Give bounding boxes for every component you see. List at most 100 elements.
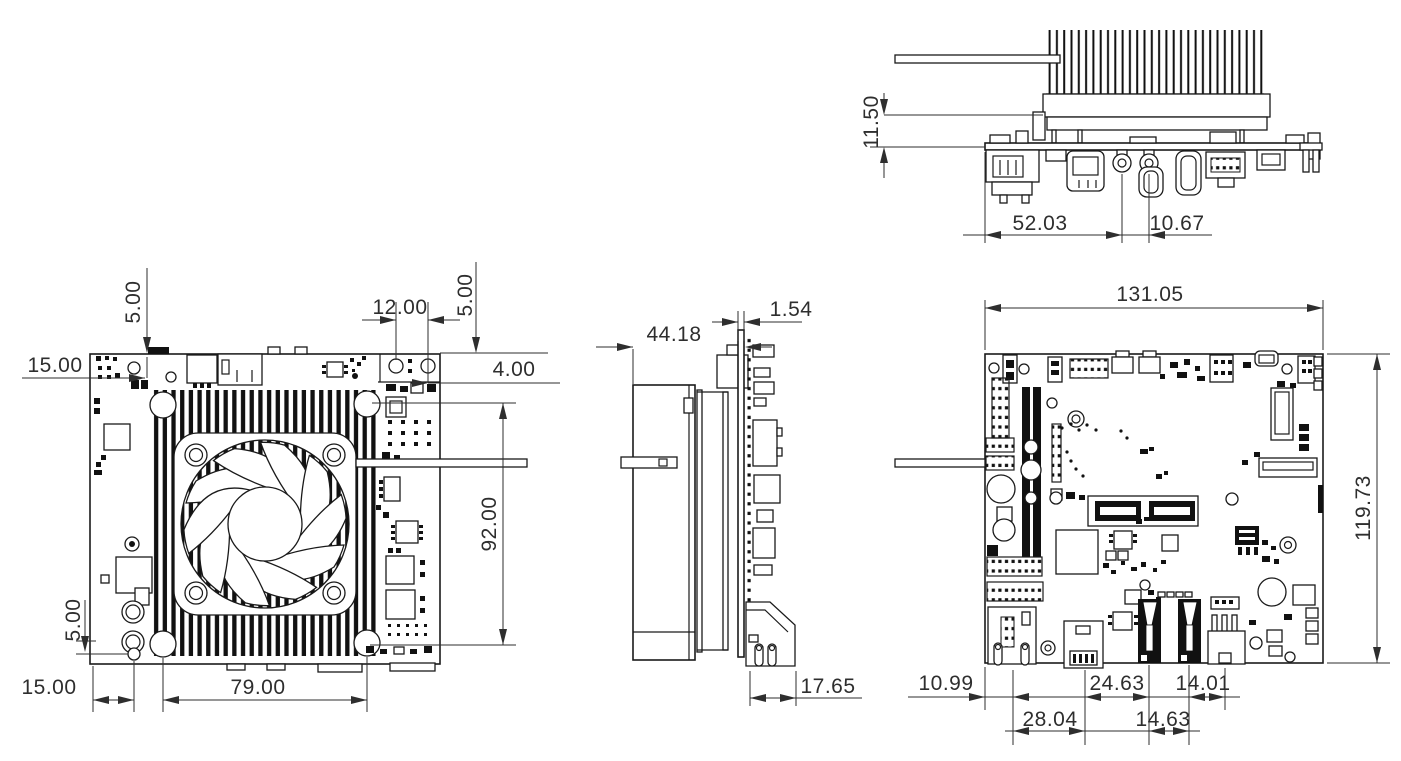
pin <box>1312 149 1320 173</box>
edge-bump <box>294 346 308 355</box>
back-view: 131.05 119.73 10.99 24.63 14.01 28.04 14… <box>894 283 1390 745</box>
back-top-components <box>988 350 1323 391</box>
bottom-tab <box>389 662 436 672</box>
dim-label-io-1150: 11.50 <box>860 95 883 149</box>
fan-screw <box>184 581 208 605</box>
fan-plate <box>722 391 729 651</box>
back-bottom-components <box>987 596 1246 669</box>
dim-label-back-2463: 24.63 <box>1089 672 1144 695</box>
io-connectors <box>985 142 1323 204</box>
dim-label-front-92: 92.00 <box>478 496 501 551</box>
mounting-hole <box>1139 579 1151 591</box>
sd-slot <box>186 354 218 384</box>
pin <box>1231 614 1238 633</box>
mounting-hole <box>1225 492 1239 506</box>
dim-label-back-1463: 14.63 <box>1135 708 1190 731</box>
mounting-hole <box>1046 397 1058 409</box>
hdmi-port <box>217 353 263 386</box>
dim-label-io-1067: 10.67 <box>1149 212 1204 235</box>
front-dimensions: 15.00 5.00 12.00 5.00 4.00 92.00 5.00 15… <box>21 262 560 712</box>
dim-label-front-5-topright: 5.00 <box>454 274 477 317</box>
pcb-profile <box>737 329 745 658</box>
smd-edge-strip <box>746 336 753 654</box>
side-dimensions: 44.18 1.54 17.65 <box>596 298 862 706</box>
front-right-components <box>366 396 432 655</box>
button <box>1112 153 1132 173</box>
side-view: 44.18 1.54 17.65 <box>596 298 862 706</box>
mounting-hole <box>1049 491 1063 505</box>
mounting-hole <box>388 358 404 374</box>
antenna-cable <box>894 54 1061 64</box>
fan-plate <box>696 389 703 653</box>
fan-screw <box>322 581 346 605</box>
pin-header <box>986 556 1043 577</box>
antenna-cable <box>355 458 528 468</box>
heatsink-screw <box>353 390 381 418</box>
bottom-tab <box>317 663 363 673</box>
dim-label-back-height: 119.73 <box>1352 475 1375 541</box>
front-left-components <box>94 398 153 661</box>
fan-screw <box>184 443 208 467</box>
dim-label-front-5-bottom: 5.00 <box>62 599 85 642</box>
m2-connector <box>1258 457 1318 478</box>
capacitor <box>1257 577 1287 607</box>
qfp-ic <box>385 555 415 585</box>
edge-bump <box>267 346 281 355</box>
smd-ic <box>1113 530 1133 550</box>
mounting-hole <box>127 647 141 661</box>
pin-header <box>986 581 1044 602</box>
dim-label-back-2804: 28.04 <box>1022 708 1077 731</box>
cpu-cooler <box>149 390 381 658</box>
front-view: 15.00 5.00 12.00 5.00 4.00 92.00 5.00 15… <box>21 262 560 712</box>
usb-barrel <box>1175 150 1202 196</box>
dim-label-front-15-top: 15.00 <box>27 354 82 377</box>
back-right-components <box>1242 387 1323 663</box>
mounting-hole <box>1284 651 1296 663</box>
pin-header <box>985 455 1015 471</box>
dim-label-io-5203: 52.03 <box>1012 212 1067 235</box>
bottom-tab <box>226 663 246 671</box>
smd-ic <box>103 423 131 451</box>
push-button <box>1111 356 1134 374</box>
pin <box>1302 149 1310 173</box>
coax-jack <box>121 600 145 624</box>
hdmi-port-side <box>1066 150 1105 192</box>
pin-header <box>1069 358 1109 379</box>
dim-label-back-width: 131.05 <box>1116 283 1183 306</box>
smd-ic <box>395 520 419 544</box>
heatsink-screw <box>149 391 177 419</box>
back-left-components <box>985 377 1044 602</box>
back-center-components <box>1046 397 1259 605</box>
capacitor <box>986 474 1016 504</box>
io-side-view: 11.50 52.03 10.67 <box>860 30 1323 243</box>
back-dimensions: 131.05 119.73 10.99 24.63 14.01 28.04 14… <box>908 283 1390 745</box>
qfp-ic <box>385 589 416 620</box>
dim-label-front-79: 79.00 <box>230 676 285 699</box>
dim-label-front-12: 12.00 <box>372 296 427 319</box>
connector <box>383 476 401 502</box>
mounting-hole <box>1018 363 1030 375</box>
mounting-hole <box>988 362 1000 374</box>
antenna-cable <box>894 458 986 468</box>
io-dimensions: 11.50 52.03 10.67 <box>860 93 1212 243</box>
pin-header <box>985 437 1015 453</box>
dim-label-side-4418: 44.18 <box>646 323 701 346</box>
dim-label-side-1765: 17.65 <box>800 675 855 698</box>
heatsink-fins-side <box>1046 30 1264 94</box>
dim-label-front-15-bottom: 15.00 <box>21 676 76 699</box>
smd-ic <box>1161 534 1179 552</box>
dim-label-front-4: 4.00 <box>493 358 536 381</box>
bottom-tab <box>266 663 286 671</box>
heatsink-profile <box>632 384 696 661</box>
side-right-components <box>752 344 783 576</box>
cooler-step <box>1032 111 1046 141</box>
heatsink-screw <box>149 630 177 658</box>
antenna-tab <box>620 456 678 469</box>
pin-header <box>991 377 1010 439</box>
regulator-ic <box>1235 526 1259 545</box>
heatsink-base-side <box>1046 116 1268 131</box>
capacitor <box>992 518 1016 542</box>
fan-frame-side <box>1042 93 1271 118</box>
